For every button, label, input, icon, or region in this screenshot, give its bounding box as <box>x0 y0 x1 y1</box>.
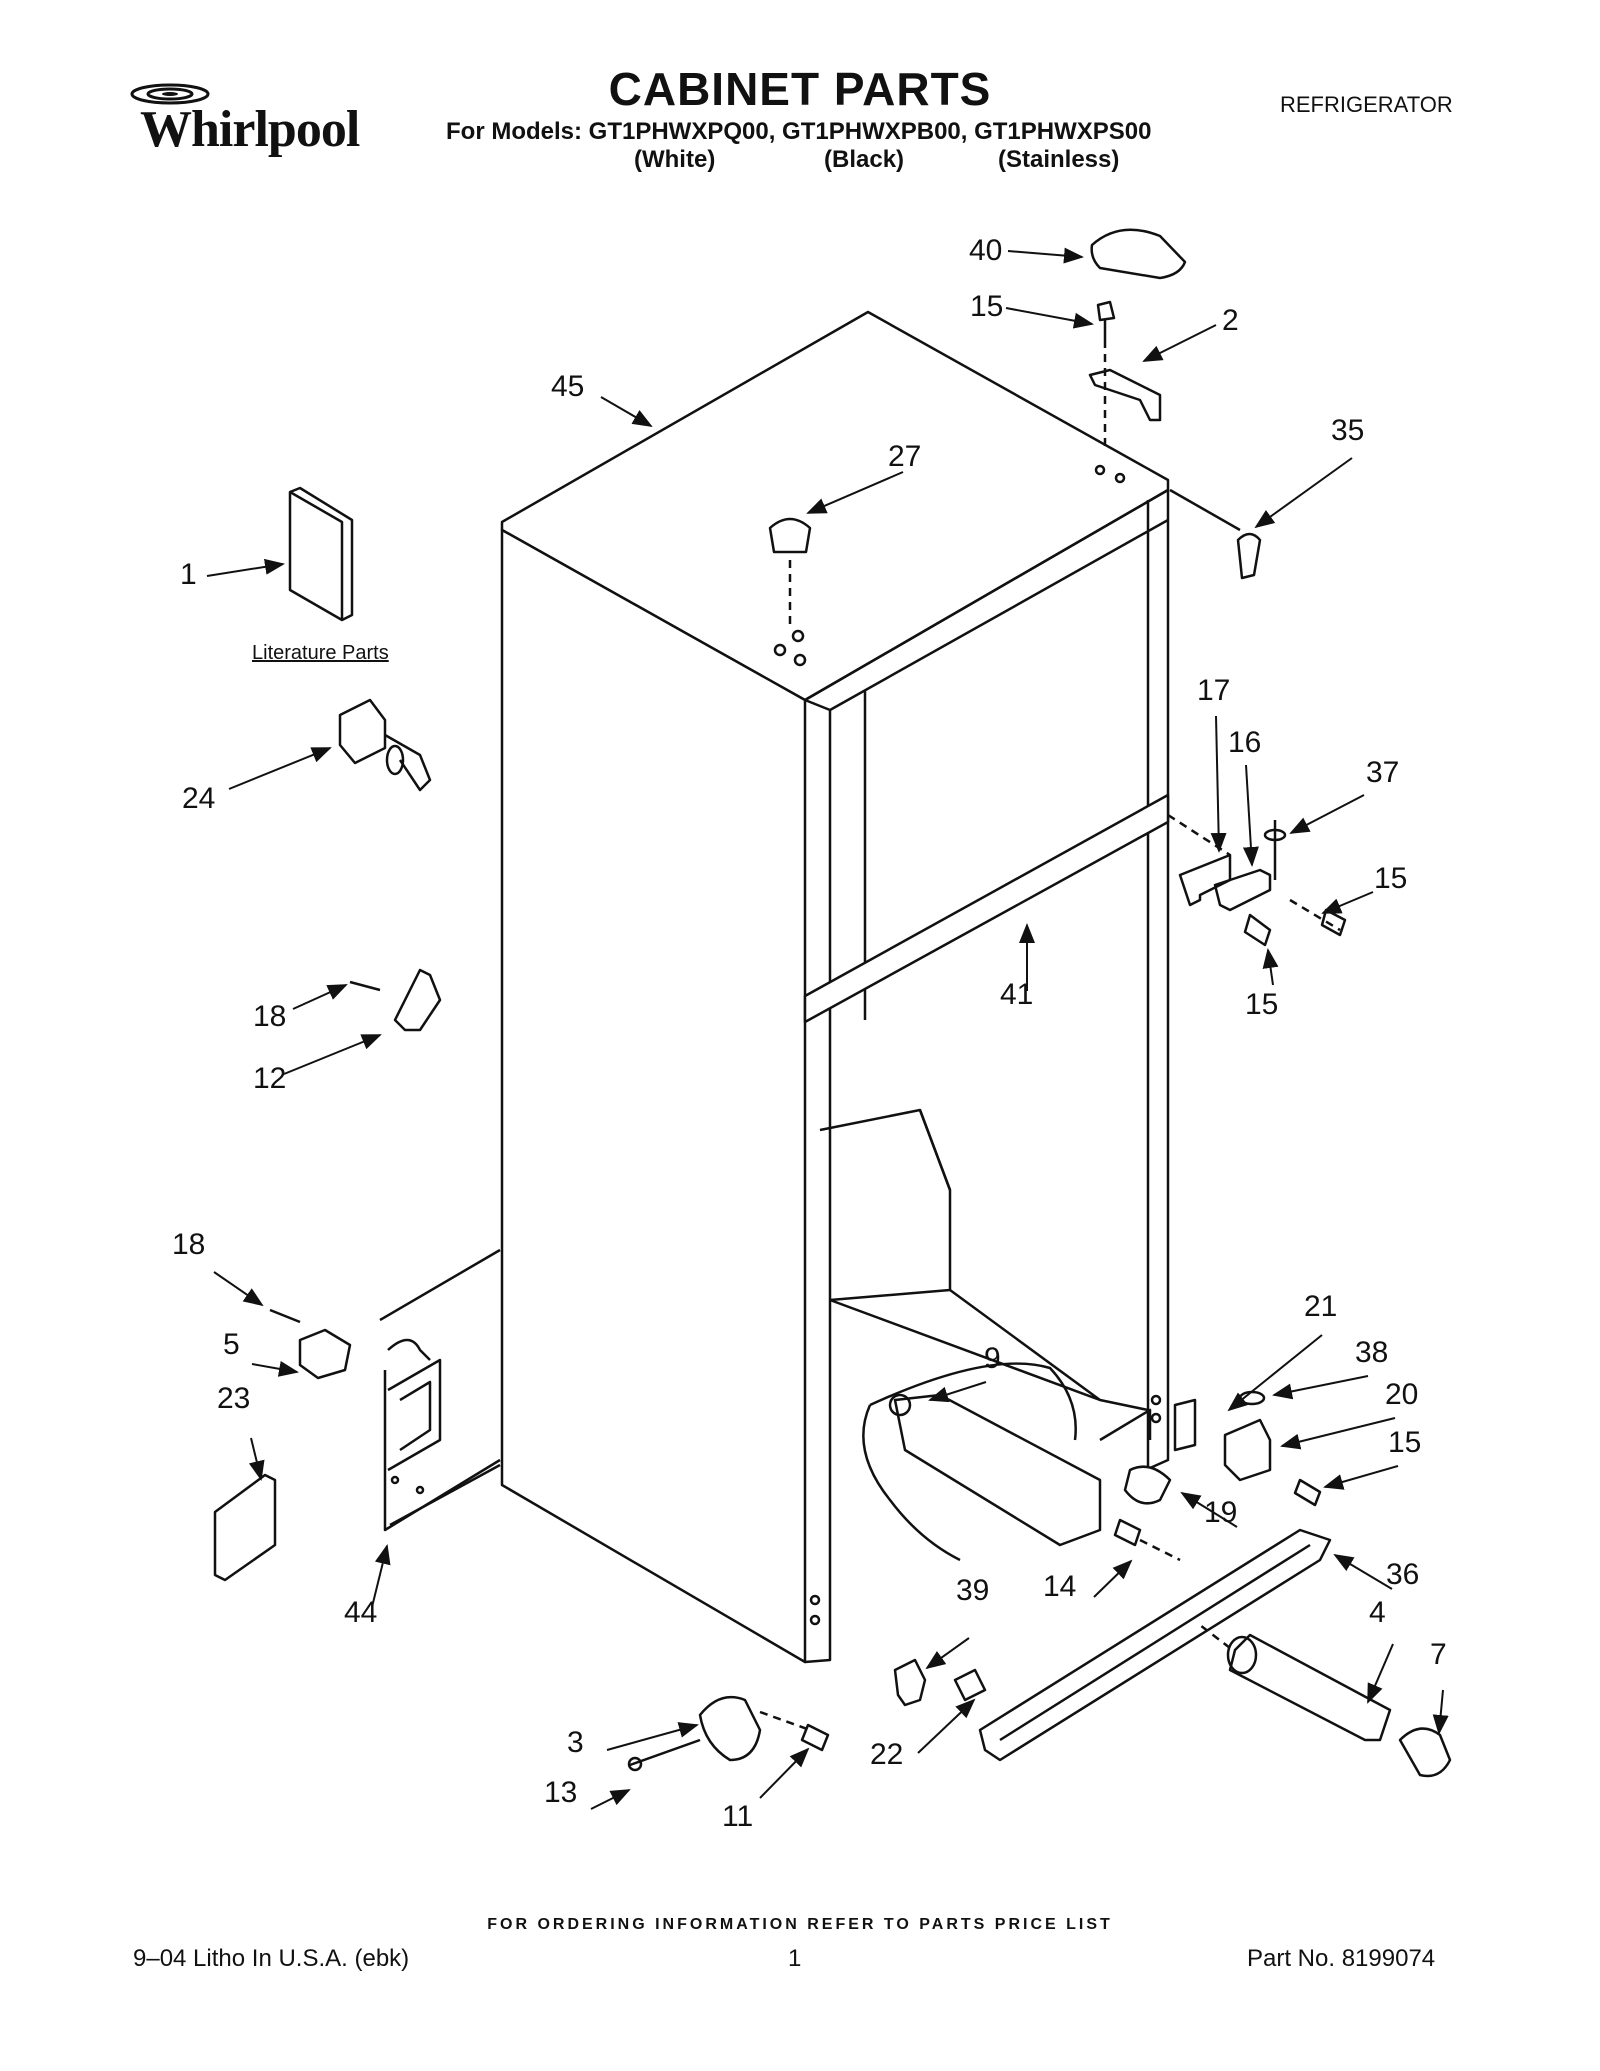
callout-15: 15 <box>1374 862 1408 895</box>
callout-12: 12 <box>253 1062 287 1095</box>
part-number: Part No. 8199074 <box>1247 1945 1436 1972</box>
variant-black: (Black) <box>824 146 905 173</box>
part-1-literature-booklet <box>288 486 354 622</box>
part-9-water-valve <box>893 1393 1102 1547</box>
callout-16: 16 <box>1228 726 1262 759</box>
part-17-hinge-shim <box>1178 853 1232 907</box>
callout-41: 41 <box>1000 978 1034 1011</box>
page-title: CABINET PARTS <box>608 63 992 115</box>
callout-19: 19 <box>1204 1496 1238 1529</box>
callout-15: 15 <box>1245 988 1279 1021</box>
part-15-screw-top <box>1096 300 1116 340</box>
part-40-hinge-cover <box>1090 228 1187 280</box>
page-number: 1 <box>788 1945 802 1972</box>
callout-9: 9 <box>984 1342 1001 1375</box>
models-subtitle: For Models: GT1PHWXPQ00, GT1PHWXPB00, GT… <box>446 118 1152 145</box>
callout-1: 1 <box>180 558 197 591</box>
part-7-filter-cap <box>1398 1727 1452 1778</box>
part-9-water-tubing <box>862 1362 1077 1562</box>
variant-white: (White) <box>634 146 716 173</box>
category-label: REFRIGERATOR <box>1280 92 1453 117</box>
part-37-washer <box>1263 828 1287 842</box>
callout-21: 21 <box>1304 1290 1338 1323</box>
part-2-top-hinge <box>1088 368 1162 422</box>
ordering-note: FOR ORDERING INFORMATION REFER TO PARTS … <box>487 1916 1113 1933</box>
callout-18: 18 <box>253 1000 287 1033</box>
part-21-bracket <box>1173 1398 1197 1452</box>
callout-44: 44 <box>344 1596 378 1629</box>
part-23-cover-plate <box>213 1473 277 1582</box>
part-12-hinge-bracket <box>393 968 442 1032</box>
part-19-tube-clamp <box>1123 1465 1172 1505</box>
variant-stainless: (Stainless) <box>998 146 1120 173</box>
part-18-screw-lower <box>269 1308 301 1324</box>
part-39-clip <box>893 1658 927 1707</box>
callout-38: 38 <box>1355 1336 1389 1369</box>
callout-37: 37 <box>1366 756 1400 789</box>
part-35-hinge-cap <box>1236 532 1262 580</box>
part-4-water-filter <box>1228 1633 1392 1742</box>
part-36-filter-housing <box>978 1528 1332 1762</box>
literature-parts-label: Literature Parts <box>252 642 389 664</box>
callout-13: 13 <box>544 1776 578 1809</box>
part-27-plug <box>768 517 812 554</box>
callout-14: 14 <box>1043 1570 1077 1603</box>
callout-24: 24 <box>182 782 216 815</box>
callout-36: 36 <box>1386 1558 1420 1591</box>
callout-45: 45 <box>551 370 585 403</box>
callout-3: 3 <box>567 1726 584 1759</box>
part-15-screw-mid-low <box>1243 913 1272 947</box>
callout-15: 15 <box>970 290 1004 323</box>
callout-17: 17 <box>1197 674 1231 707</box>
litho-info: 9–04 Litho In U.S.A. (ebk) <box>133 1945 410 1972</box>
callout-11: 11 <box>722 1800 754 1833</box>
callout-4: 4 <box>1369 1596 1386 1629</box>
part-5-clamp <box>298 1328 352 1380</box>
part-18-screw-upper <box>349 980 381 992</box>
callout-15: 15 <box>1388 1426 1422 1459</box>
part-16-center-hinge <box>1213 868 1272 912</box>
callout-35: 35 <box>1331 414 1365 447</box>
callout-18: 18 <box>172 1228 206 1261</box>
part-13-axle-pin <box>629 1738 701 1767</box>
part-3-roller <box>698 1695 762 1762</box>
part-44-panel <box>379 1248 501 1532</box>
callout-23: 23 <box>217 1382 251 1415</box>
part-11-screw <box>800 1723 830 1752</box>
brand-logo: Whirlpool <box>140 101 360 158</box>
part-22-clip <box>953 1668 987 1702</box>
callout-7: 7 <box>1430 1638 1447 1671</box>
callout-5: 5 <box>223 1328 240 1361</box>
callout-22: 22 <box>870 1738 904 1771</box>
part-15-screw-bottom <box>1293 1478 1322 1507</box>
cabinet-body <box>500 310 1170 1664</box>
callout-27: 27 <box>888 440 922 473</box>
part-14-screw <box>1113 1518 1142 1547</box>
callout-39: 39 <box>956 1574 990 1607</box>
callout-2: 2 <box>1222 304 1239 337</box>
brand-logo-swirl-icon <box>130 83 210 105</box>
part-15-screw-mid-right <box>1320 908 1347 937</box>
part-20-bottom-hinge <box>1223 1418 1272 1482</box>
callout-20: 20 <box>1385 1378 1419 1411</box>
callout-40: 40 <box>969 234 1003 267</box>
part-24-roller <box>338 698 432 792</box>
